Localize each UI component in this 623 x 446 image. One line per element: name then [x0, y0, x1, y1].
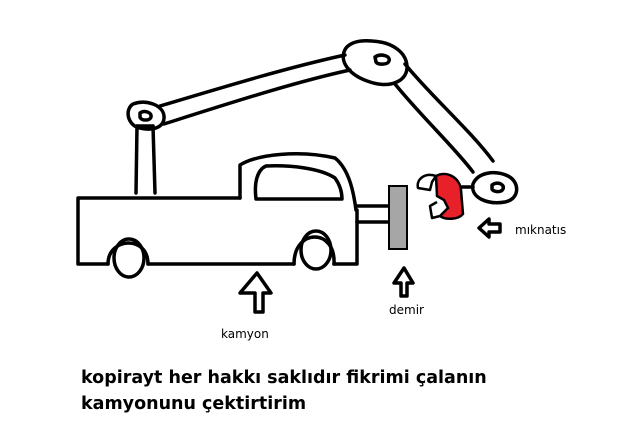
- front-wheel: [299, 229, 333, 271]
- crane-base-joint-pin: [138, 109, 153, 122]
- bumper-bar: [355, 204, 390, 224]
- crane-elbow-pin: [373, 53, 391, 66]
- rear-wheel: [112, 237, 146, 279]
- crane-lower-boom: [158, 53, 352, 126]
- caption-line-2: kamyonunu çektirtirim: [81, 394, 307, 414]
- magnet-outline: [416, 173, 441, 220]
- crane-mast: [134, 124, 157, 195]
- caption-line-1: kopirayt her hakkı saklıdır fikrimi çala…: [81, 368, 487, 388]
- truck-window: [253, 164, 344, 201]
- truck-cab: [238, 152, 358, 212]
- iron-label: demir: [389, 303, 424, 317]
- magnet-body: [434, 172, 465, 220]
- rear-wheel-arch: [106, 241, 150, 266]
- truck-body: [76, 196, 359, 266]
- magnet-holder-pin: [490, 181, 506, 194]
- magnet-holder-joint: [471, 170, 519, 205]
- crane-base-joint: [126, 100, 166, 131]
- truck-label: kamyon: [221, 327, 269, 341]
- crane-upper-boom: [393, 62, 495, 174]
- iron-block: [388, 185, 408, 250]
- up-arrow-icon: [392, 266, 415, 298]
- front-wheel-arch: [292, 235, 336, 266]
- left-arrow-icon: [477, 217, 502, 239]
- up-arrow-icon: [238, 271, 273, 314]
- magnet-label: mıknatıs: [515, 223, 567, 237]
